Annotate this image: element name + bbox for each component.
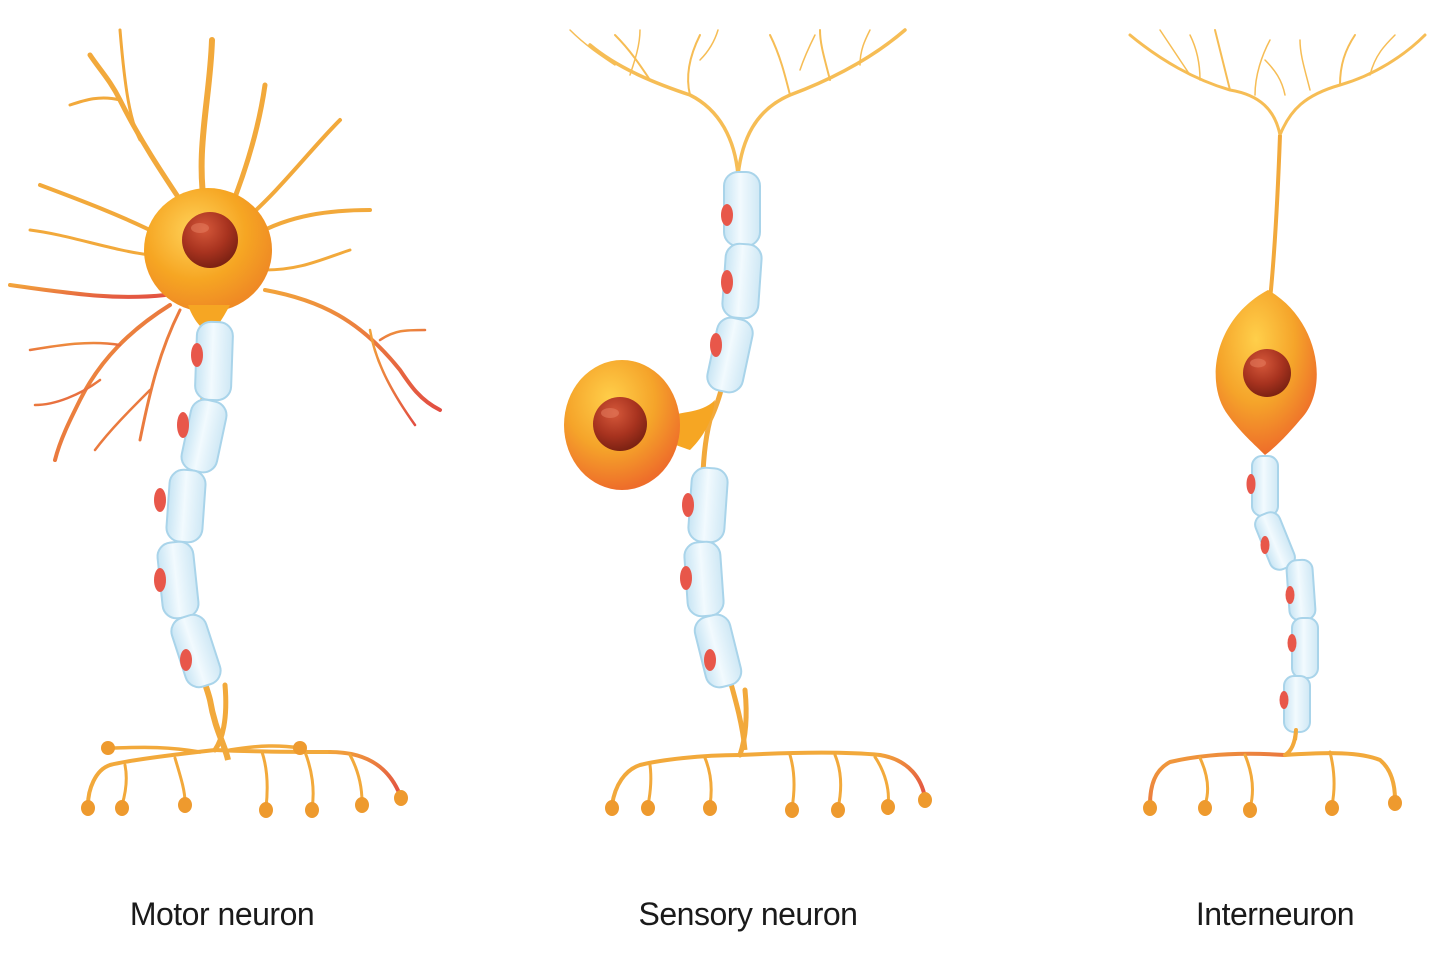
motor-neuron — [8, 28, 442, 818]
sensory-axon-terminals — [610, 687, 927, 810]
motor-nucleus — [182, 212, 238, 268]
sensory-terminal-buttons — [605, 792, 932, 818]
interneuron-dendrite-trunk — [1268, 134, 1282, 301]
sensory-myelin-sheath — [683, 171, 763, 689]
motor-nodes — [154, 343, 203, 671]
motor-myelin-sheath — [156, 320, 234, 689]
sensory-nucleus — [593, 397, 647, 451]
motor-axon-terminals — [86, 682, 402, 810]
motor-terminal-buttons — [81, 741, 408, 818]
sensory-nodes — [680, 204, 733, 671]
interneuron — [1128, 29, 1427, 818]
motor-neuron-label: Motor neuron — [129, 896, 315, 932]
interneuron-nodes — [1246, 474, 1297, 709]
interneuron-axon-terminals — [1148, 728, 1397, 810]
interneuron-label: Interneuron — [1195, 896, 1355, 932]
sensory-neuron — [564, 28, 932, 818]
interneuron-terminal-buttons — [1143, 795, 1402, 818]
interneuron-nucleus — [1243, 349, 1291, 397]
sensory-neuron-label: Sensory neuron — [638, 896, 858, 932]
interneuron-myelin-sheath — [1251, 455, 1319, 733]
interneuron-dendrites — [1128, 29, 1427, 137]
sensory-dendrites — [569, 28, 907, 177]
motor-axon-hillock — [188, 305, 230, 335]
